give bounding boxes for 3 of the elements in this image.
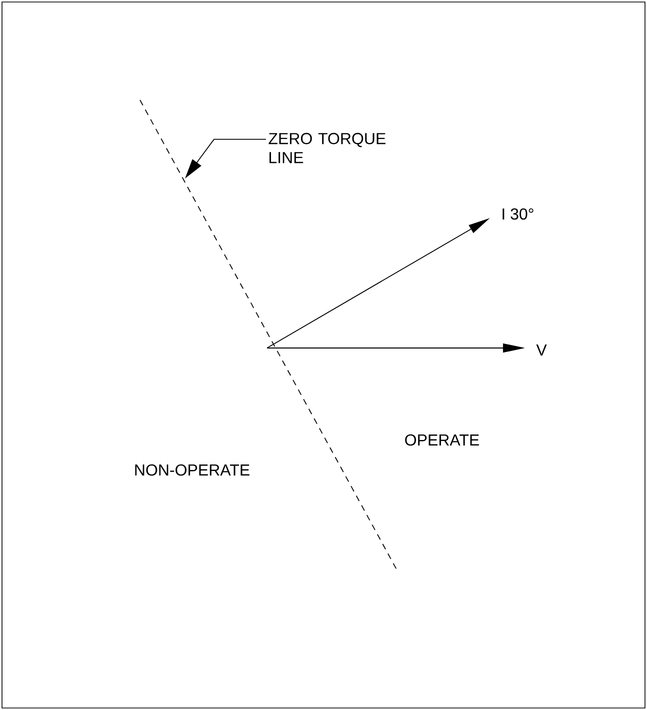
phasor-label: V — [536, 344, 547, 356]
region-label: NON-OPERATE — [135, 464, 250, 476]
phasor-label: I 30° — [502, 208, 534, 220]
